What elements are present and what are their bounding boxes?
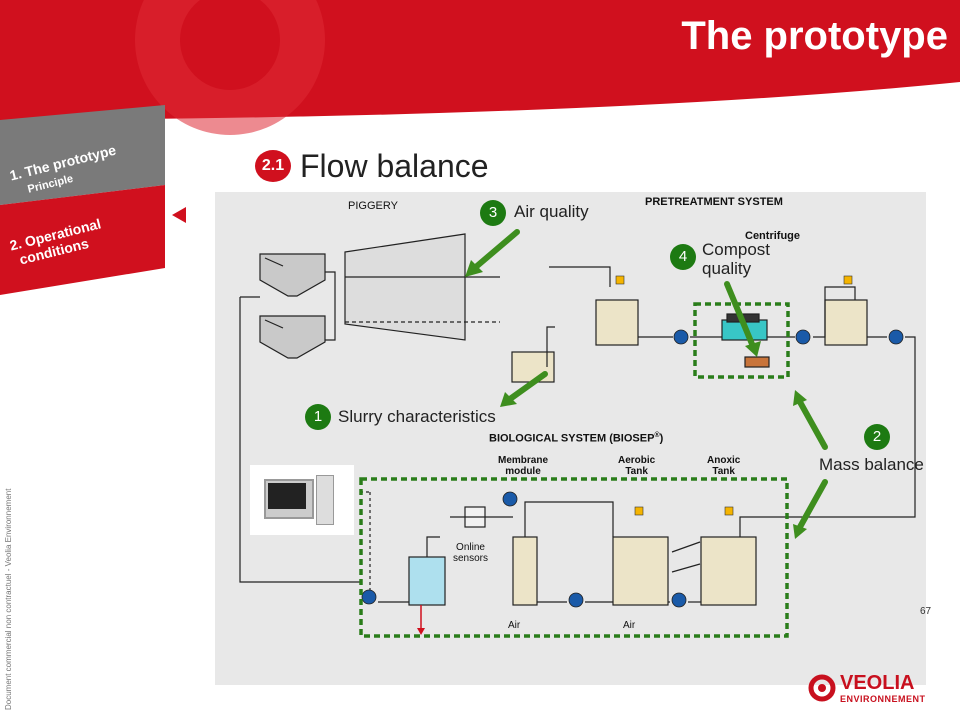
callout-badge: 3 xyxy=(480,200,506,226)
pump xyxy=(673,329,689,345)
logo-main-text: VEOLIA xyxy=(840,672,915,694)
pretreatment-label: PRETREATMENT SYSTEM xyxy=(645,196,783,208)
biological-system-label: BIOLOGICAL SYSTEM (BIOSEP®) xyxy=(489,432,664,445)
page-title: The prototype xyxy=(681,14,948,58)
piggery-label: PIGGERY xyxy=(348,200,398,212)
computer-icon xyxy=(250,465,354,535)
compost-tray xyxy=(744,356,770,368)
pretreatment-zone xyxy=(693,302,790,379)
callout-badge: 4 xyxy=(670,244,696,270)
pretreatment-tank-2 xyxy=(824,299,868,346)
pump xyxy=(671,592,687,608)
pretreatment-tank-1 xyxy=(595,299,639,346)
callout-air-quality: Air quality xyxy=(514,202,589,221)
logo-sub-text: ENVIRONNEMENT xyxy=(840,694,926,704)
vertical-note: Document commercial non contractuel - Ve… xyxy=(4,488,13,710)
pump xyxy=(361,589,377,605)
section-title: Flow balance xyxy=(300,148,489,184)
veolia-swirl-icon xyxy=(808,674,836,702)
biological-zone xyxy=(359,477,789,638)
callout-badge: 2 xyxy=(864,424,890,450)
piggery-building xyxy=(344,233,466,341)
process-diagram xyxy=(239,229,916,638)
air-inlet-label: Air xyxy=(508,620,521,631)
decanter-bottom xyxy=(259,315,326,359)
membrane-tank xyxy=(512,536,538,606)
anoxic-tank xyxy=(700,536,757,606)
veolia-logo: VEOLIA ENVIRONNEMENT xyxy=(808,672,948,708)
callout-slurry-characteristics: Slurry characteristics xyxy=(338,407,496,426)
centrifuge-label: Centrifuge xyxy=(745,230,800,242)
pump xyxy=(568,592,584,608)
callout-badge: 1 xyxy=(305,404,331,430)
pit-tank xyxy=(511,351,555,383)
header-band xyxy=(0,0,960,295)
pump xyxy=(795,329,811,345)
callout-mass-balance: Mass balance xyxy=(819,455,924,474)
air-inlet-label: Air xyxy=(623,620,636,631)
page-number: 67 xyxy=(920,606,932,617)
clean-water-tank xyxy=(408,556,446,606)
decanter-top xyxy=(259,253,326,297)
section-number-badge: 2.1 xyxy=(255,150,291,182)
pump xyxy=(888,329,904,345)
pump xyxy=(502,491,518,507)
aerobic-tank xyxy=(612,536,669,606)
